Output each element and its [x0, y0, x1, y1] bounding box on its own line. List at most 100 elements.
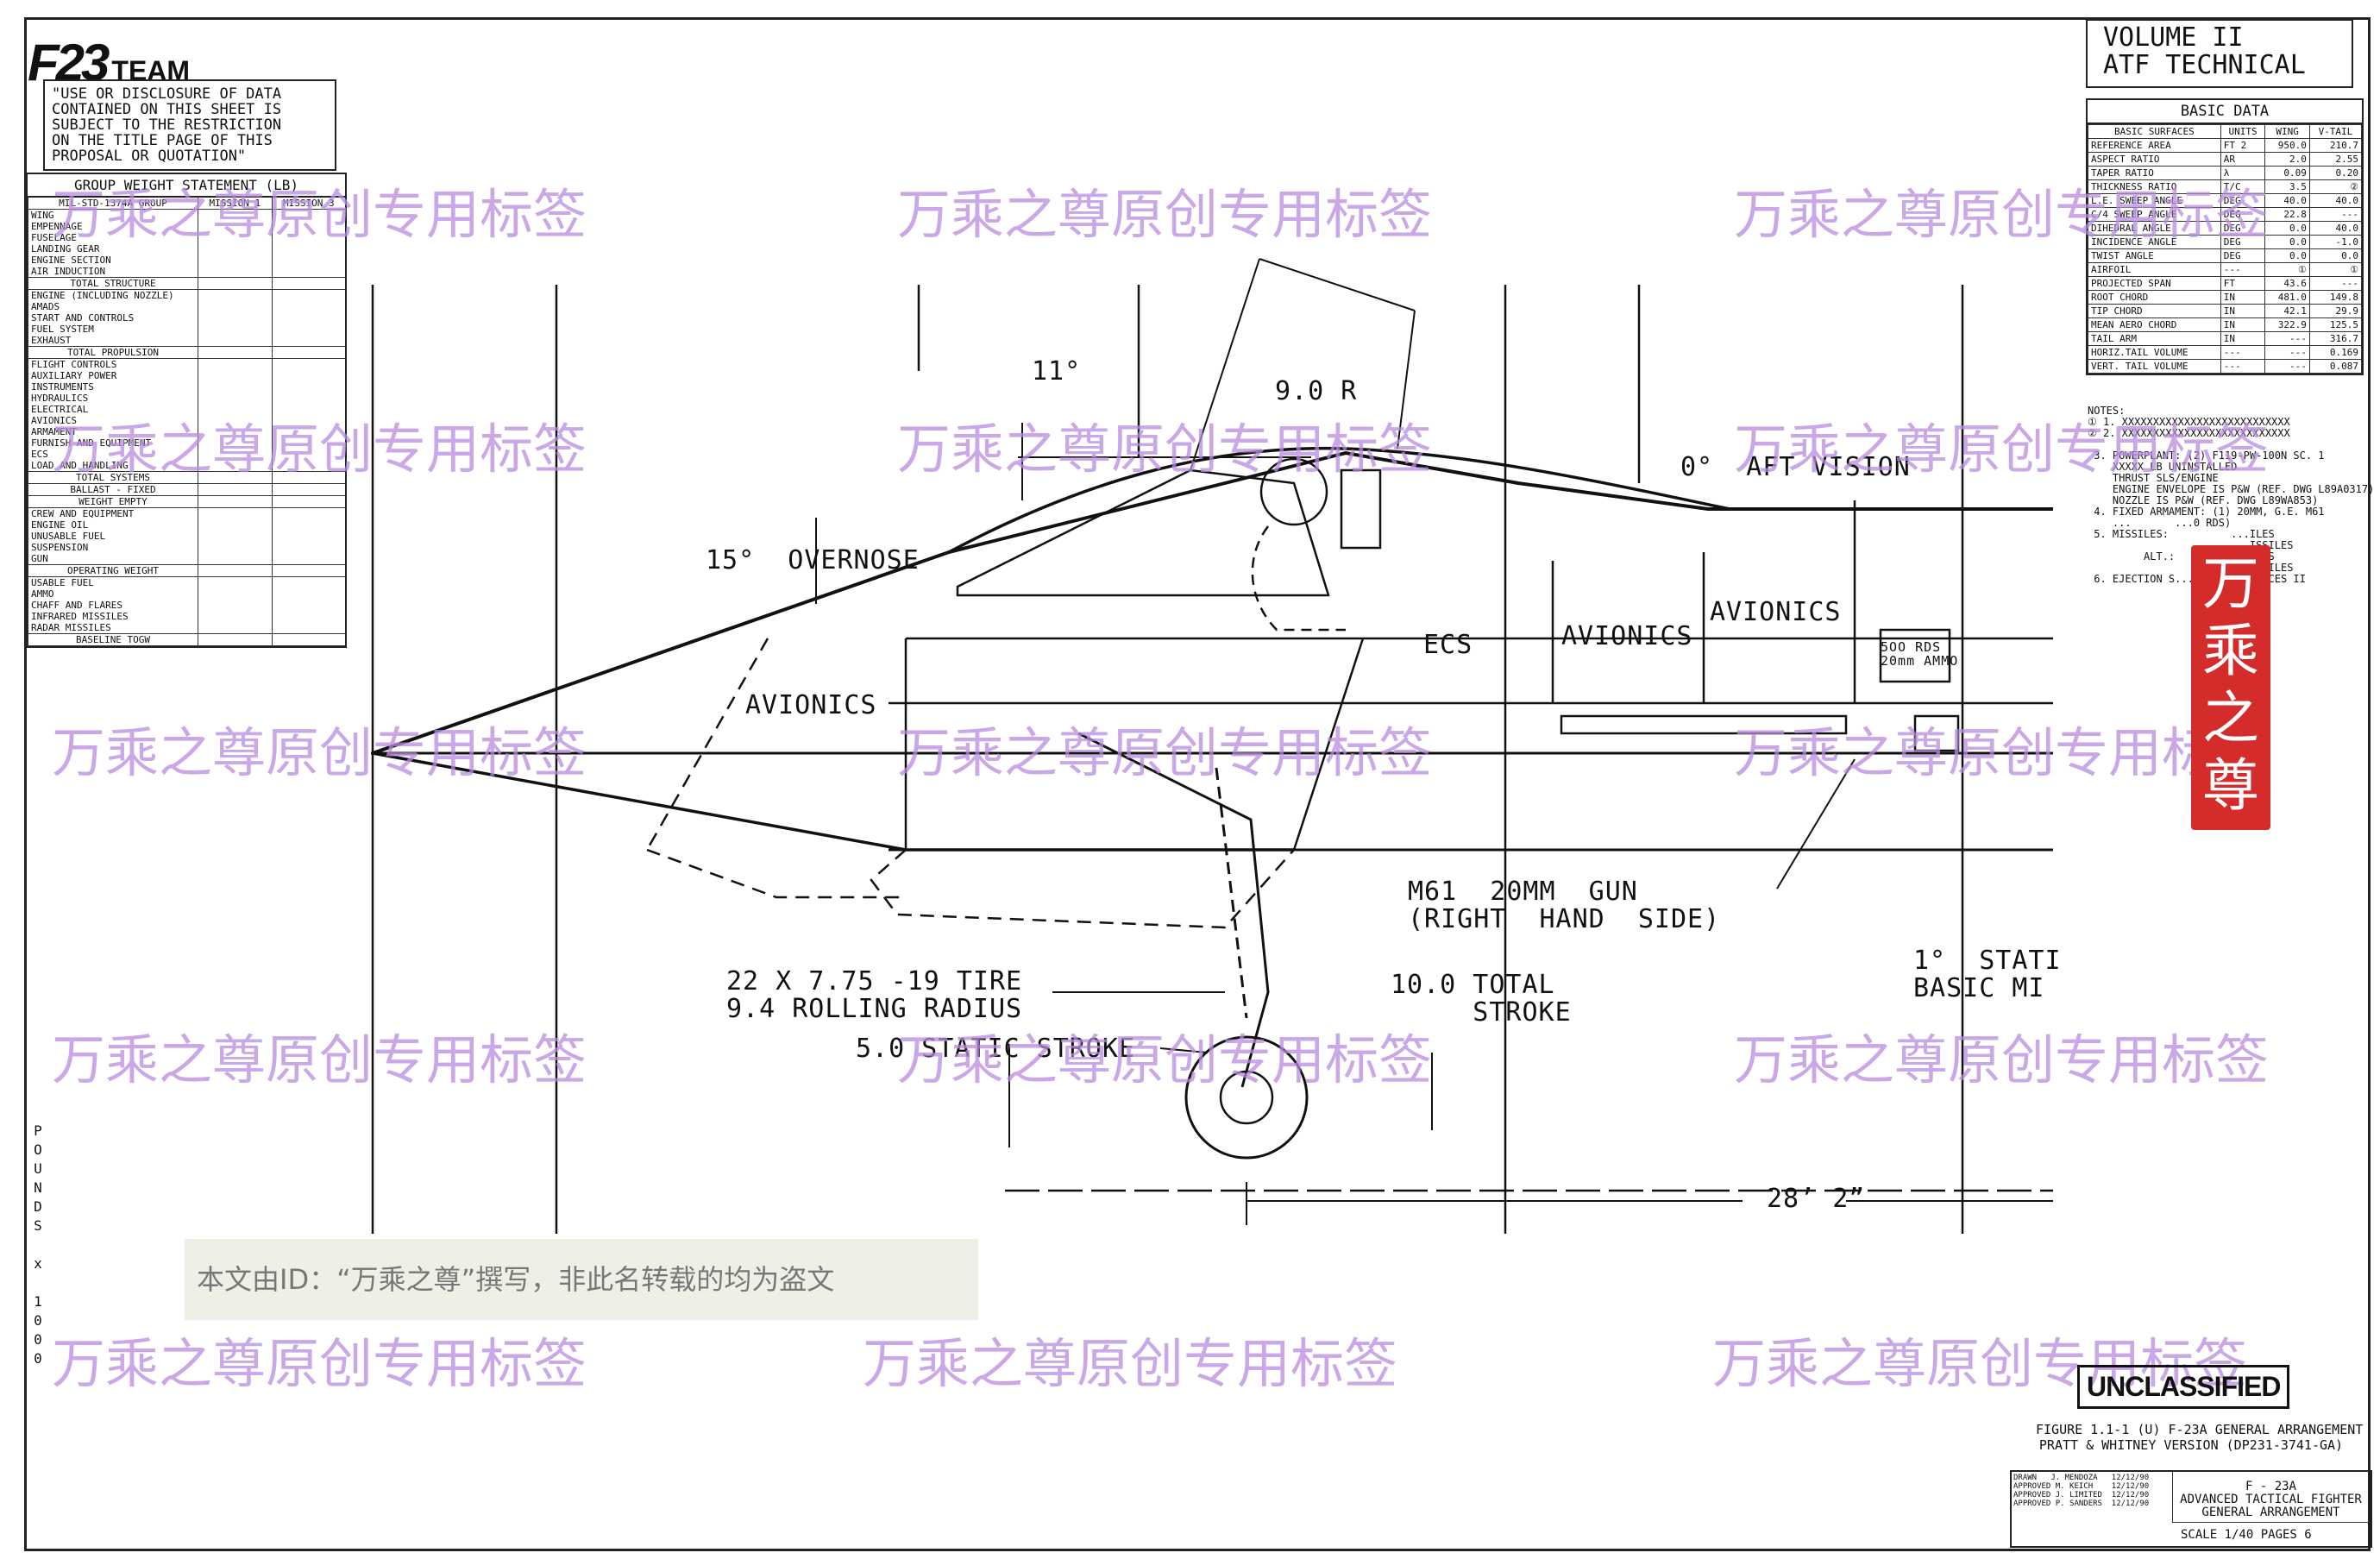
weight-value-cell — [198, 404, 273, 415]
weight-value-cell — [198, 255, 273, 266]
basic-data-cell: 125.5 — [2308, 317, 2363, 332]
weight-value-cell — [198, 221, 273, 232]
static-line-label: 1° STATI BASIC MI — [1913, 946, 2062, 1003]
weight-value-cell — [271, 255, 345, 266]
watermark-text: 万乘之尊原创专用标签 — [863, 1332, 1398, 1395]
weight-row-label: AMADS — [28, 301, 198, 312]
weight-value-cell — [271, 335, 345, 347]
weight-value-cell — [198, 633, 273, 646]
weight-row-label: WEIGHT EMPTY — [28, 495, 198, 508]
basic-data-title: BASIC DATA — [2088, 100, 2362, 124]
red-seal-stamp: 万乘之尊 — [2191, 545, 2270, 830]
basic-data-cell: 42.1 — [2264, 304, 2310, 318]
drawing-sheet-border — [24, 17, 2371, 1551]
weight-value-cell — [271, 531, 345, 542]
weight-value-cell — [271, 358, 345, 370]
basic-data-cell: VERT. TAIL VOLUME — [2088, 359, 2221, 374]
weight-value-cell — [271, 243, 345, 255]
weight-row-label: AIR INDUCTION — [28, 266, 198, 278]
weight-value-cell — [198, 301, 273, 312]
basic-data-cell: 950.0 — [2264, 138, 2310, 153]
watermark-text: 万乘之尊原创专用标签 — [52, 1332, 587, 1395]
basic-data-cell: 481.0 — [2264, 290, 2310, 305]
weight-value-cell — [271, 460, 345, 472]
watermark-text: 万乘之尊原创专用标签 — [897, 1028, 1433, 1091]
weight-row-label: ENGINE OIL — [28, 519, 198, 531]
weight-row-label: TOTAL PROPULSION — [28, 346, 198, 359]
watermark-text: 万乘之尊原创专用标签 — [52, 183, 587, 246]
weight-value-cell — [271, 600, 345, 611]
aft-vision-label: 0° AFT VISION — [1680, 452, 1911, 482]
weight-value-cell — [271, 519, 345, 531]
basic-data-cell: AR — [2220, 152, 2266, 167]
weight-value-cell — [271, 564, 345, 577]
ammo-label: 5OO RDS 20mm AMMO — [1881, 639, 1959, 669]
weight-value-cell — [271, 495, 345, 508]
basic-data-row: HORIZ.TAIL VOLUME------0.169 — [2088, 345, 2363, 360]
weight-value-cell — [271, 426, 345, 437]
weight-row: ENGINE (INCLUDING NOZZLE) — [28, 289, 345, 301]
weight-value-cell — [198, 358, 273, 370]
basic-data-cell: 0.087 — [2308, 359, 2363, 374]
weight-value-cell — [271, 277, 345, 290]
volume-title: VOLUME II ATF TECHNICAL — [2086, 19, 2353, 88]
weight-value-cell — [198, 289, 273, 301]
weight-value-cell — [198, 588, 273, 600]
basic-data-cell: PROJECTED SPAN — [2088, 276, 2221, 291]
basic-data-cell: ① — [2308, 262, 2363, 277]
weight-row: ENGINE SECTION — [28, 255, 345, 266]
weight-value-cell — [271, 437, 345, 449]
weight-value-cell — [271, 611, 345, 622]
weight-value-cell — [198, 542, 273, 553]
basic-data-cell: TAPER RATIO — [2088, 166, 2221, 180]
overnose-label: 15° OVERNOSE — [706, 545, 920, 575]
weight-value-cell — [271, 289, 345, 301]
weight-row-label: WING — [28, 209, 198, 221]
weight-row-label: BALLAST - FIXED — [28, 483, 198, 496]
basic-data-cell: 0.0 — [2264, 221, 2310, 236]
ecs-label: ECS — [1423, 630, 1473, 660]
canopy-angle-label: 11° — [1032, 356, 1082, 387]
basic-data-cell: 2.55 — [2308, 152, 2363, 167]
copyright-notice: 本文由ID：“万乘之尊”撰写，非此名转载的均为盗文 — [185, 1239, 978, 1320]
nose-avionics-label: AVIONICS — [745, 690, 877, 720]
weight-row: BALLAST - FIXED — [28, 483, 345, 496]
weight-row-label: ARMAMENT — [28, 426, 198, 437]
weight-row-label: AUXILIARY POWER — [28, 370, 198, 381]
title-block: DRAWN J. MENDOZA 12/12/90 APPROVED M. KE… — [2010, 1470, 2372, 1548]
weight-row: UNUSABLE FUEL — [28, 531, 345, 542]
weight-row-label: ENGINE (INCLUDING NOZZLE) — [28, 289, 198, 301]
weight-value-cell — [198, 622, 273, 634]
weight-value-cell — [271, 370, 345, 381]
basic-data-cell: 3.5 — [2264, 179, 2310, 194]
basic-data-cell: 40.0 — [2264, 193, 2310, 208]
basic-data-cell: IN — [2220, 290, 2266, 305]
weight-row-label: ECS — [28, 449, 198, 460]
basic-data-cell: 0.169 — [2308, 345, 2363, 360]
weight-row-label: ENGINE SECTION — [28, 255, 198, 266]
weight-value-cell — [271, 633, 345, 646]
weight-value-cell — [271, 346, 345, 359]
basic-data-cell: ROOT CHORD — [2088, 290, 2221, 305]
weight-value-cell — [198, 312, 273, 324]
canopy-radius-label: 9.0 R — [1275, 376, 1358, 406]
weight-value-cell — [271, 449, 345, 460]
weight-row-label: CHAFF AND FLARES — [28, 600, 198, 611]
basic-data-cell: 149.8 — [2308, 290, 2363, 305]
weight-value-cell — [271, 301, 345, 312]
basic-data-cell: --- — [2308, 276, 2363, 291]
weight-row-label: SUSPENSION — [28, 542, 198, 553]
weight-row: OPERATING WEIGHT — [28, 564, 345, 577]
weight-row-label: TOTAL STRUCTURE — [28, 277, 198, 290]
weight-row: ENGINE OIL — [28, 519, 345, 531]
basic-data-cell: DEG — [2220, 193, 2266, 208]
basic-data-cell: IN — [2220, 331, 2266, 346]
basic-data-cell: IN — [2220, 304, 2266, 318]
weight-row-label: LANDING GEAR — [28, 243, 198, 255]
